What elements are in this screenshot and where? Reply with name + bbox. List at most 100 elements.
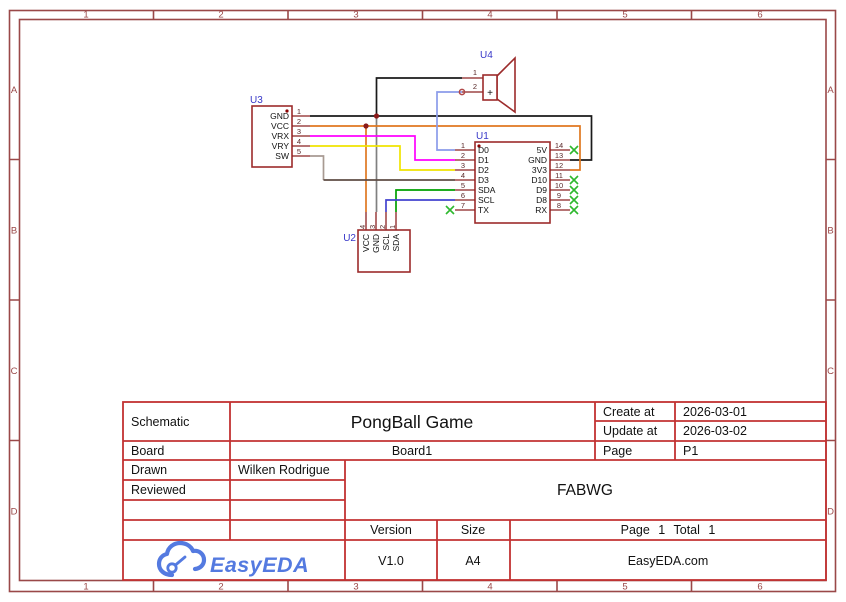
easyeda-logo: EasyEDA (156, 540, 309, 578)
u4-pin-number: 1 (473, 68, 477, 77)
component-u4[interactable]: U4 1 2 + (458, 50, 516, 114)
junction-gnd (373, 113, 380, 119)
u4-speaker-horn[interactable] (496, 56, 516, 114)
u3-pin-name: VCC (271, 121, 289, 131)
frame-col-label: 4 (487, 10, 492, 21)
frame-col-label: 3 (353, 582, 358, 593)
page-value[interactable]: P1 (683, 444, 698, 458)
size-label: Size (461, 523, 485, 537)
wires[interactable] (310, 77, 593, 212)
frame-labels: 1 2 3 4 5 6 1 2 3 4 5 6 A B C D A B C D (11, 10, 835, 593)
u2-pin-number: 2 (378, 225, 387, 229)
u2-pin-name: VCC (361, 234, 371, 252)
wire-scl[interactable] (385, 199, 455, 212)
u2-pin-stubs[interactable] (365, 212, 397, 230)
drawn-label: Drawn (131, 463, 167, 477)
reviewed-label: Reviewed (131, 483, 186, 497)
frame-ticks-bottom (152, 580, 693, 592)
frame-outer-border (8, 9, 837, 593)
noconnect-x-icon (569, 205, 579, 215)
u1-refdes[interactable]: U1 (476, 131, 489, 142)
frame-row-label: D (827, 507, 834, 518)
u2-refdes[interactable]: U2 (343, 233, 356, 244)
u1-pin-number: 11 (555, 171, 563, 180)
noconnect-x-icon (569, 175, 579, 185)
website-text: EasyEDA.com (628, 554, 709, 568)
u1-pin-stubs[interactable] (455, 149, 570, 211)
frame-col-label: 5 (622, 582, 627, 593)
wire-vry[interactable] (310, 145, 455, 171)
wire-vcc-main[interactable] (310, 125, 581, 171)
u3-pin-name: VRY (272, 141, 290, 151)
component-u2[interactable]: U2 4 3 2 1 VCC GND SCL SDA (343, 212, 411, 273)
board-value[interactable]: Board1 (392, 444, 432, 458)
u1-pin-number: 9 (557, 191, 561, 200)
frame-ticks-top (152, 10, 693, 20)
size-value[interactable]: A4 (465, 554, 480, 568)
u3-pin-number: 4 (297, 137, 301, 146)
frame-row-label: D (11, 507, 18, 518)
wire-vrx[interactable] (310, 135, 455, 161)
u2-pin-number: 1 (388, 225, 397, 229)
u3-body[interactable] (251, 105, 293, 168)
u1-pin-name: D1 (478, 155, 489, 165)
u3-pin-number: 3 (297, 127, 301, 136)
frame-row-label: C (11, 366, 18, 377)
update-at-label: Update at (603, 424, 658, 438)
u3-refdes[interactable]: U3 (250, 95, 263, 106)
noconnect-x-icon (569, 195, 579, 205)
title-block-grid (122, 401, 827, 581)
junction-vcc (363, 123, 369, 129)
u1-pin-name: D2 (478, 165, 489, 175)
u1-pin-name: SCL (478, 195, 495, 205)
company-name[interactable]: FABWG (557, 482, 613, 499)
u2-pin-name: SDA (391, 234, 401, 252)
u2-pin-number: 4 (358, 225, 367, 229)
easyeda-cloud-icon-detail (166, 562, 178, 574)
page-total-label: Page 1 Total 1 (621, 523, 716, 537)
u3-pin-name: VRX (272, 131, 290, 141)
u4-speaker-body[interactable] (482, 74, 498, 101)
create-at-label: Create at (603, 405, 655, 419)
frame-col-label: 2 (218, 10, 223, 21)
u2-pin-name: GND (371, 234, 381, 253)
noconnect-x-icon (569, 145, 579, 155)
u1-pin-name: 5V (537, 145, 548, 155)
easyeda-logo-text: EasyEDA (210, 553, 309, 577)
drawn-value[interactable]: Wilken Rodrigue (238, 463, 330, 477)
version-label: Version (370, 523, 412, 537)
component-u3[interactable]: U3 1 2 3 4 5 GND VCC VRX VRY SW (250, 95, 310, 168)
frame-row-label: A (11, 85, 18, 96)
wire-gnd-speaker[interactable] (375, 77, 463, 116)
frame-col-label: 6 (757, 10, 762, 21)
version-value[interactable]: V1.0 (378, 554, 404, 568)
component-u1[interactable]: U1 1 2 3 4 5 6 7 D0 D1 D2 D3 SDA SCL TX … (455, 131, 570, 224)
u4-pin-stubs[interactable] (462, 77, 483, 93)
u1-pin-name: D10 (531, 175, 547, 185)
u1-body[interactable] (474, 141, 551, 224)
update-at-value[interactable]: 2026-03-02 (683, 424, 747, 438)
noconnect-x-icon (569, 185, 579, 195)
easyeda-cloud-icon-detail (174, 555, 187, 567)
frame-ticks-left (9, 158, 20, 442)
u1-pin-number: 14 (555, 141, 563, 150)
create-at-value[interactable]: 2026-03-01 (683, 405, 747, 419)
u3-pin-stubs[interactable] (292, 115, 310, 157)
u3-pin-number: 1 (297, 107, 301, 116)
frame-row-label: B (827, 226, 833, 237)
wire-d0-speaker[interactable] (436, 91, 462, 151)
sheet-title[interactable]: PongBall Game (351, 412, 474, 432)
u1-pin-name: 3V3 (532, 165, 547, 175)
u1-pin-number: 12 (555, 161, 563, 170)
frame-col-label: 5 (622, 10, 627, 21)
u1-pin-number: 13 (555, 151, 563, 160)
u1-pin-number: 6 (461, 191, 465, 200)
u2-pin-name: SCL (381, 234, 391, 251)
wire-sda[interactable] (395, 189, 455, 212)
u2-body[interactable] (357, 229, 411, 273)
wire-sw-upper[interactable] (310, 155, 325, 180)
easyeda-cloud-icon (156, 540, 207, 578)
u4-refdes[interactable]: U4 (480, 50, 493, 61)
